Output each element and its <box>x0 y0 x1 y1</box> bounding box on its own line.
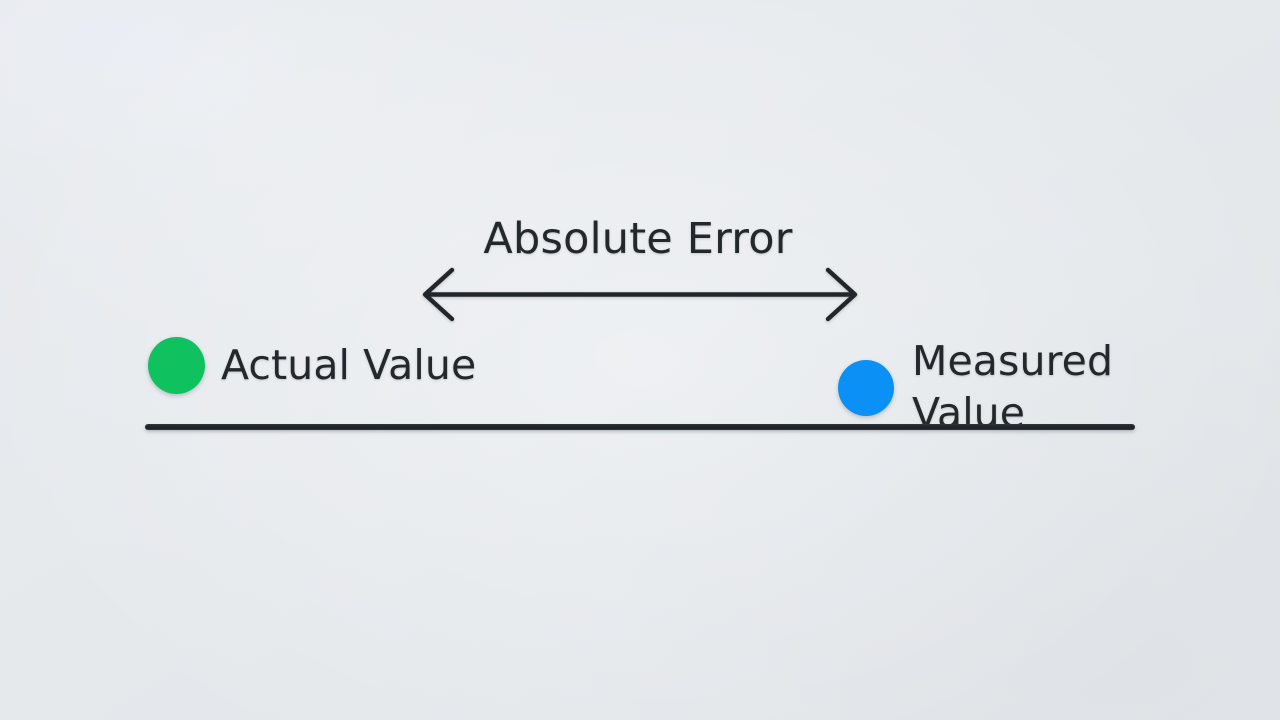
absolute-error-arrow <box>410 262 870 332</box>
measured-value-label-line-2: Value <box>912 389 1026 438</box>
measured-value-label-line-1: Measured <box>912 337 1114 385</box>
blue-dot-icon <box>838 360 894 417</box>
double-headed-arrow-icon <box>422 267 858 322</box>
actual-value-marker: Actual Value <box>148 337 476 394</box>
number-line <box>145 424 1135 430</box>
absolute-error-title: Absolute Error <box>483 214 793 264</box>
green-dot-icon <box>148 337 205 394</box>
actual-value-label: Actual Value <box>221 340 477 389</box>
